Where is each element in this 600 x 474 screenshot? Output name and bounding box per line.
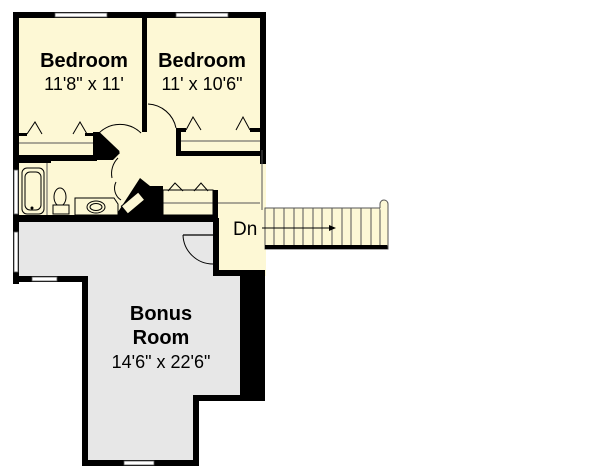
toilet-icon [53, 187, 67, 207]
bedroom-right-dims: 11' x 10'6" [162, 74, 243, 94]
wall-top [13, 12, 266, 18]
wall-wedge-upper [93, 132, 120, 160]
closet-right-door-icon-2 [235, 115, 251, 131]
door-closet-hall-swing [114, 181, 122, 201]
stairs: Dn [233, 199, 389, 250]
detail-lines [19, 140, 263, 215]
wall-right-upper [260, 12, 266, 164]
wall-closet-right-top-b [250, 128, 264, 132]
bonus-room-title-2: Room [133, 327, 190, 349]
doors [98, 103, 214, 265]
closet-left-door-icon-2 [72, 121, 88, 135]
door-bath-swing [111, 157, 119, 179]
wall-bonus-left [82, 276, 88, 466]
wall-left-upper [13, 12, 19, 284]
bonus-room-dims: 14'6" x 22'6" [112, 352, 211, 372]
wall-bath-bonus [13, 215, 218, 222]
landing-fill [218, 210, 266, 276]
window-bath [13, 169, 19, 215]
wall-bonus-notch-h [193, 395, 265, 401]
door-bedroom-right-swing [147, 103, 177, 129]
wall-bedroom-left-bottom [13, 155, 97, 161]
door-closet-hall [120, 191, 146, 215]
window-bonus-wing [31, 276, 58, 282]
stairs-label: Dn [233, 219, 257, 240]
stair-treads [273, 208, 381, 245]
wall-bonus-right-thick [240, 270, 265, 401]
stair-newel-post [379, 199, 389, 249]
bathtub-icon [21, 167, 45, 215]
bedroom-left-dims: 11'8" x 11' [44, 74, 124, 94]
wall-closet-right-left [176, 130, 181, 156]
closet-door-icons [26, 115, 251, 216]
door-bonus-swing [182, 234, 214, 265]
door-bedroom-left-swing [98, 123, 142, 134]
wall-closet-left-top-a [19, 133, 27, 136]
bonus-room-title-1: Bonus [130, 303, 192, 325]
window-bonus-bottom [123, 460, 155, 466]
arrow-head-icon [329, 225, 336, 231]
bonus-room-fill [18, 222, 242, 460]
window-bedroom-right [175, 12, 229, 18]
wall-landing-left [213, 218, 219, 276]
stairs-bottom-edge [265, 245, 388, 249]
windows [13, 12, 229, 466]
closet-left-door-icon-1 [26, 121, 43, 135]
closet-right-door-icon-1 [185, 115, 202, 131]
linen-door-icon-2 [193, 182, 209, 192]
sink-icon [86, 200, 106, 214]
wall-bath-top [19, 160, 51, 163]
window-bedroom-left [54, 12, 108, 18]
wall-bonus-notch-v [193, 395, 199, 466]
wall-linen-right [213, 190, 218, 220]
wall-landing-bottom [218, 270, 265, 276]
window-bonus-left [13, 231, 19, 273]
bedroom-left-title: Bedroom [40, 50, 128, 72]
wall-between-bedrooms [142, 12, 147, 132]
wall-closet-right-bottom [176, 151, 266, 156]
room-labels: Bedroom 11'8" x 11' Bedroom 11' x 10'6" … [40, 50, 246, 372]
wall-closet-right-top-a [176, 128, 186, 132]
bedroom-right-title: Bedroom [158, 50, 246, 72]
linen-door-icon-1 [167, 182, 184, 192]
wall-closet-left-top-b [85, 133, 95, 136]
bath-fixtures [21, 167, 119, 216]
